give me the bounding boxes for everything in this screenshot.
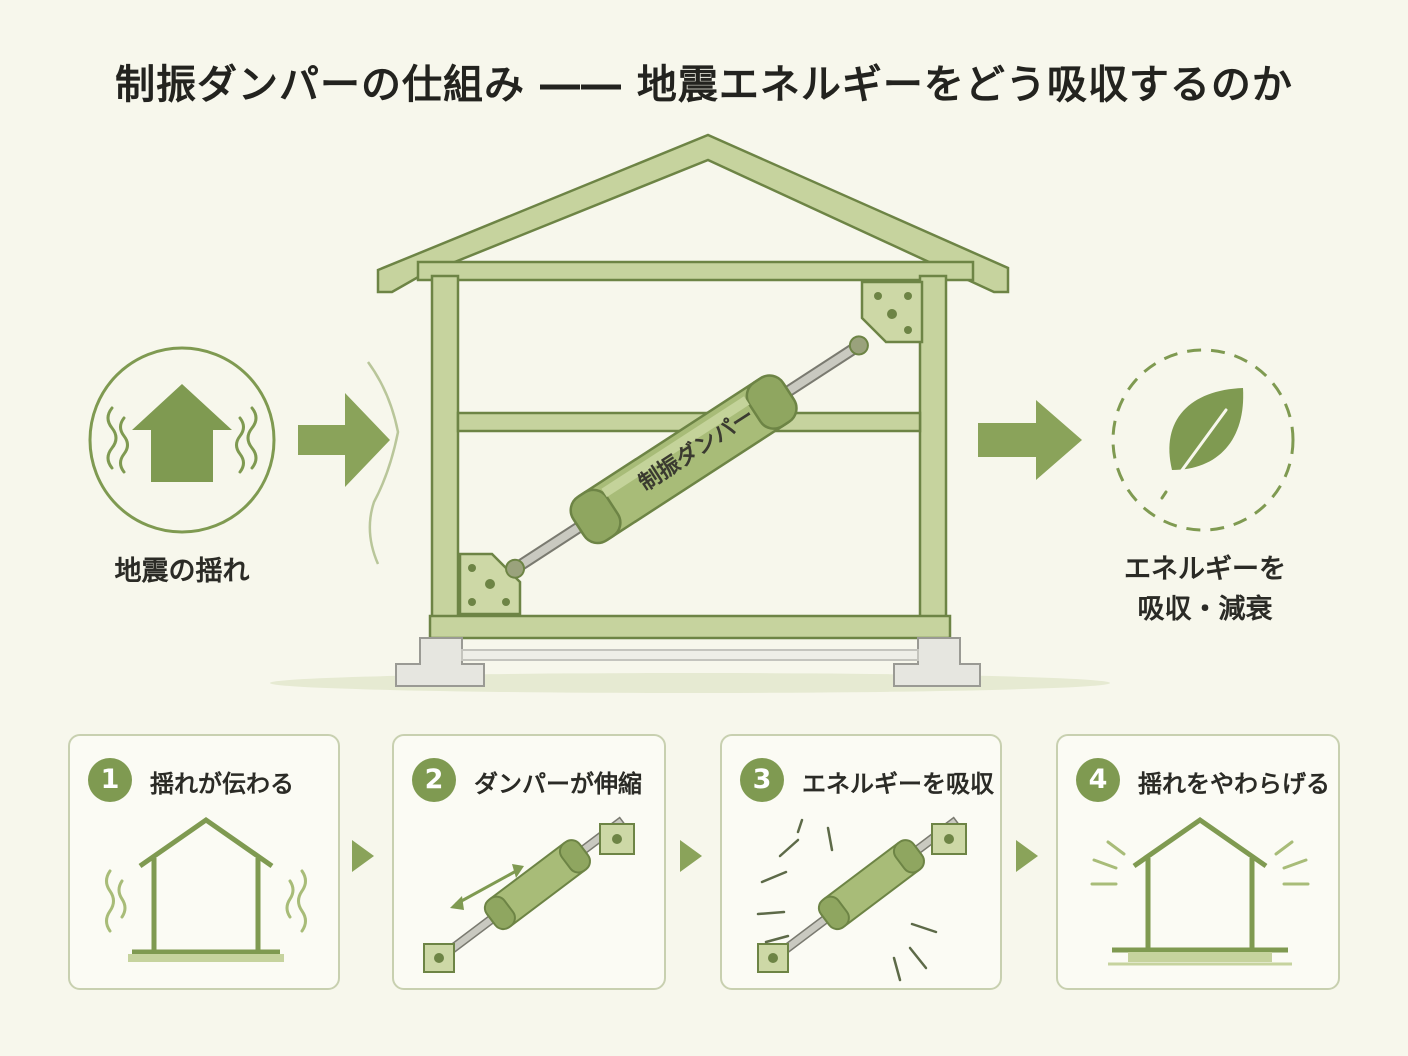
shaking-house-icon <box>105 816 307 962</box>
quake-house-icon <box>88 346 276 534</box>
step-number: 4 <box>1076 758 1120 802</box>
step-number: 2 <box>412 758 456 802</box>
absorb-label-line2: 吸収・減衰 <box>1137 594 1273 625</box>
step-title: 揺れが伝わる <box>150 770 294 798</box>
leaf-icon <box>1111 348 1295 532</box>
step-title: 揺れをやわらげる <box>1138 770 1330 798</box>
damper <box>505 335 869 579</box>
page-title: 制振ダンパーの仕組み ―― 地震エネルギーをどう吸収するのか <box>115 62 1293 108</box>
step-card-3: 3 エネルギーを吸収 <box>720 734 1002 990</box>
absorb-label-line1: エネルギーを <box>1124 554 1286 585</box>
arrow-right-icon <box>978 400 1082 480</box>
step-title: エネルギーを吸収 <box>802 770 994 798</box>
step-card-4: 4 揺れをやわらげる <box>1056 734 1340 990</box>
step-number: 3 <box>740 758 784 802</box>
absorb-label: エネルギーを 吸収・減衰 <box>1090 550 1320 630</box>
chevron-right-icon <box>1016 840 1038 872</box>
step-number: 1 <box>88 758 132 802</box>
quake-label: 地震の揺れ <box>114 556 250 587</box>
arrow-right-icon <box>298 393 390 487</box>
damper-stretch-icon <box>423 816 635 973</box>
chevron-right-icon <box>352 840 374 872</box>
bracket-top <box>860 280 924 344</box>
step-card-2: 2 ダンパーが伸縮 <box>392 734 666 990</box>
chevron-right-icon <box>680 840 702 872</box>
step-card-1: 1 揺れが伝わる <box>68 734 340 990</box>
house-frame <box>376 133 1010 640</box>
damper-absorb-icon <box>756 816 967 982</box>
foundation <box>395 637 981 687</box>
step-title: ダンパーが伸縮 <box>474 770 642 798</box>
damper-diagram <box>88 133 1295 693</box>
bracket-bottom <box>458 552 522 616</box>
wave-line <box>366 361 400 565</box>
calm-house-icon <box>1090 816 1310 966</box>
